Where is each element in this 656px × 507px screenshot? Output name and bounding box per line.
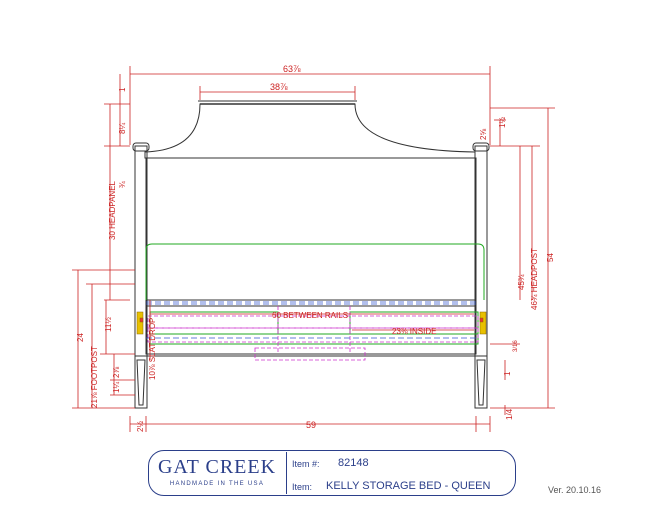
bed-outline bbox=[132, 100, 490, 409]
dim-headpost-mid: 45¾ bbox=[517, 274, 526, 290]
dim-panel-rise: 8¼ bbox=[118, 123, 127, 134]
dim-drawer-gap: 3/16 bbox=[513, 340, 519, 352]
drawer-hidden-lines bbox=[147, 306, 479, 361]
dim-between-rails: 60 BETWEEN RAILS bbox=[272, 311, 348, 320]
title-divider bbox=[286, 452, 287, 494]
hardware-marks bbox=[136, 311, 487, 335]
dim-right-small: 1/4 bbox=[505, 408, 514, 420]
dim-headpanel: 30 HEADPANEL bbox=[108, 180, 117, 240]
dim-overall-height: 54 bbox=[546, 253, 555, 262]
brand-name: GAT CREEK bbox=[157, 456, 277, 478]
dim-footpost-label: 21⅞ FOOTPOST bbox=[90, 346, 99, 408]
dim-finial-height: 1½ bbox=[498, 117, 507, 128]
dim-rail-span: 11½ bbox=[104, 317, 113, 332]
item-name-label: Item: bbox=[292, 482, 313, 492]
title-block bbox=[148, 450, 516, 496]
slat-lines bbox=[146, 301, 476, 339]
dim-slat-drop: 10⅞ SLAT DROP bbox=[148, 318, 157, 380]
dim-rail-small: 1¼ bbox=[112, 382, 121, 393]
dim-footpost: 24 bbox=[76, 333, 85, 342]
dim-top-gap: 1 bbox=[118, 87, 127, 92]
dim-inside: 23⅜ INSIDE bbox=[392, 327, 436, 336]
dim-panel-step: ¾ bbox=[118, 181, 127, 188]
dim-bottom-width: 59 bbox=[306, 420, 316, 430]
version-text: Ver. 20.10.16 bbox=[548, 485, 602, 495]
item-name-value: KELLY STORAGE BED - QUEEN bbox=[326, 480, 491, 492]
dim-side-post: 2½ bbox=[136, 421, 145, 432]
dim-foot-gap: 1 bbox=[503, 371, 512, 376]
brand-tagline: HANDMADE IN THE USA bbox=[169, 481, 265, 487]
dim-finial-width: 2⅝ bbox=[479, 129, 488, 140]
dim-headpost: 46¾ HEADPOST bbox=[530, 248, 539, 310]
dimension-lines bbox=[72, 66, 555, 432]
dim-headpanel-top: 38⅞ bbox=[270, 82, 288, 92]
dim-overall-width: 63⅞ bbox=[283, 64, 301, 74]
brand-logo: GAT CREEK HANDMADE IN THE USA bbox=[150, 452, 284, 492]
item-number-label: Item #: bbox=[292, 459, 320, 469]
dim-rail-lower: 2⅞ bbox=[112, 367, 121, 378]
dimension-labels: 63⅞ 38⅞ 1 8¼ ¾ 30 HEADPANEL 2⅝ 1½ 45¾ 46… bbox=[76, 64, 555, 432]
item-number-value: 82148 bbox=[338, 457, 369, 469]
